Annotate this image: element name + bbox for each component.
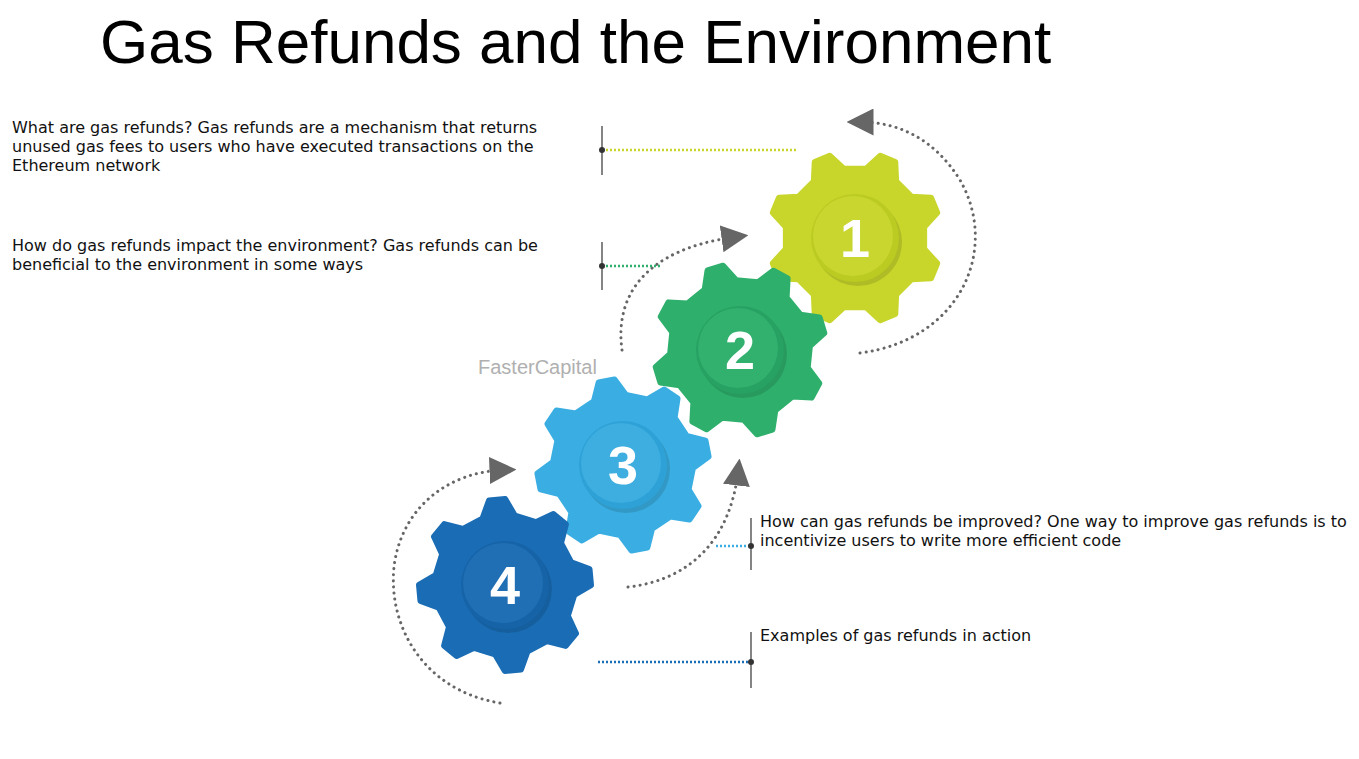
gear-body bbox=[419, 499, 591, 671]
section-text: How can gas refunds be improved? One way… bbox=[760, 512, 1352, 550]
cycle-arrows bbox=[393, 122, 975, 703]
section-text: What are gas refunds? Gas refunds are a … bbox=[12, 118, 587, 176]
gear-label-holder: 4 bbox=[410, 490, 600, 680]
gear-node: 4 bbox=[410, 490, 600, 680]
leader-line bbox=[598, 661, 751, 664]
gear-body bbox=[773, 156, 937, 320]
gear-hub-highlight bbox=[813, 196, 893, 276]
leader-line bbox=[602, 149, 796, 152]
step-number: 4 bbox=[490, 554, 520, 616]
gear-hub bbox=[811, 194, 899, 282]
watermark: FasterCapital bbox=[478, 356, 597, 379]
gear-hub-highlight bbox=[581, 423, 661, 503]
leader-dot bbox=[599, 147, 605, 153]
section-text: How do gas refunds impact the environmen… bbox=[12, 236, 587, 274]
step-number: 2 bbox=[725, 319, 755, 381]
step-number: 1 bbox=[840, 207, 870, 269]
gear-hub bbox=[696, 306, 784, 394]
gear-body bbox=[656, 266, 825, 435]
leader-line bbox=[716, 545, 751, 548]
leader-dot bbox=[748, 659, 754, 665]
gear-hub-highlight bbox=[698, 308, 778, 388]
section-text: Examples of gas refunds in action bbox=[760, 626, 1352, 645]
title: Gas Refunds and the Environment bbox=[100, 8, 1051, 76]
leader-dot bbox=[599, 263, 605, 269]
leader-dot bbox=[748, 543, 754, 549]
gear-hub bbox=[579, 421, 667, 509]
gear-hub bbox=[461, 541, 549, 629]
leader-line bbox=[602, 265, 662, 268]
gear-hub-highlight bbox=[463, 543, 543, 623]
step-number: 3 bbox=[608, 434, 638, 496]
